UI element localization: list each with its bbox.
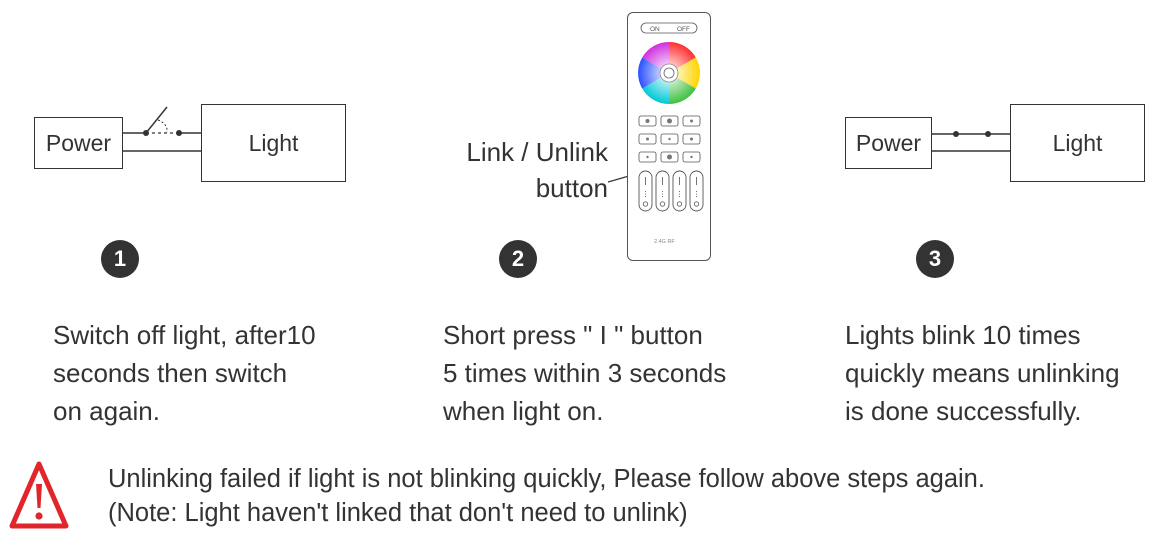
step-number-2: 2	[499, 240, 537, 278]
switch-wiring-closed	[931, 131, 1011, 152]
light-label: Light	[248, 129, 299, 156]
power-label: Power	[45, 129, 112, 156]
warning-triangle-icon	[9, 461, 69, 529]
step-number-label: 3	[928, 246, 942, 271]
power-box-3: Power	[845, 117, 932, 169]
link-unlink-callout: Link / Unlink button	[466, 137, 608, 203]
remote-off-label: OFF	[677, 26, 690, 33]
step1-instruction: Switch off light, after10 seconds then s…	[53, 320, 316, 426]
color-wheel-icon	[638, 42, 700, 104]
step-number-label: 2	[511, 246, 525, 271]
remote-button-grid	[638, 115, 701, 163]
zone-button-marks	[645, 177, 697, 197]
light-box-3: Light	[1010, 104, 1145, 182]
warning-line-2: (Note: Light haven't linked that don't n…	[108, 499, 688, 527]
light-box-1: Light	[201, 104, 346, 182]
step-number-3: 3	[916, 240, 954, 278]
warning-note: Unlinking failed if light is not blinkin…	[108, 462, 985, 530]
light-label: Light	[1052, 129, 1103, 156]
power-box-1: Power	[34, 117, 123, 169]
remote-body: ON OFF	[638, 22, 704, 245]
step2-instruction: Short press " I " button 5 times within …	[443, 320, 727, 426]
step-number-label: 1	[113, 246, 127, 271]
remote-on-label: ON	[650, 26, 660, 33]
remote-button-glyphs	[645, 118, 693, 160]
step-number-1: 1	[101, 240, 139, 278]
step3-instruction: Lights blink 10 times quickly means unli…	[845, 320, 1120, 426]
switch-wiring-open	[122, 106, 202, 152]
zone-buttons	[638, 170, 704, 212]
remote-control: ON OFF	[627, 12, 711, 261]
warning-line-1: Unlinking failed if light is not blinkin…	[108, 465, 985, 493]
remote-brand-label: 2.4G RF	[654, 239, 675, 245]
power-label: Power	[855, 129, 922, 156]
